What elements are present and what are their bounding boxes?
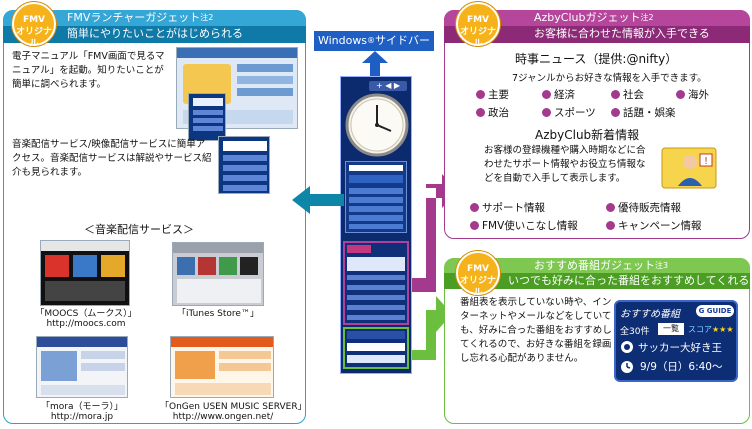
- ongen-url[interactable]: http://www.ongen.net/: [172, 412, 274, 422]
- ongen-screenshot: [170, 336, 274, 398]
- azby-subtitle-bar: お客様に合わせた情報が入手できる: [444, 26, 750, 43]
- launcher-title: FMVランチャーガジェット: [67, 11, 201, 24]
- osusume-subtitle-bar: いつでも好みに合った番組をおすすめしてくれる: [444, 273, 750, 289]
- genre-sports[interactable]: スポーツ: [542, 105, 596, 120]
- azby-new-desc: お客様の登録機種や購入時期などに合わせたサポート情報やお役立ち情報などを自動で入…: [484, 145, 646, 184]
- arrow-to-azby-icon: [412, 174, 458, 292]
- info-fmv-tips[interactable]: FMV使いこなし情報: [470, 218, 578, 233]
- genre-main[interactable]: 主要: [476, 87, 509, 102]
- svg-text:!: !: [704, 156, 708, 167]
- genre-entertainment[interactable]: 話題・娯楽: [611, 105, 676, 120]
- launcher-desc-music: 音楽配信サービス/映像配信サービスに簡単アクセス。音楽配信サービスは解説やサービ…: [12, 139, 212, 178]
- support-person-icon: !: [661, 147, 717, 189]
- clock-gadget[interactable]: [345, 93, 409, 157]
- genre-overseas[interactable]: 海外: [676, 87, 709, 102]
- genre-society[interactable]: 社会: [611, 87, 644, 102]
- launcher-subtitle-bar: 簡単にやりたいことがはじめられる: [3, 26, 306, 43]
- mora-url[interactable]: http://mora.jp: [50, 412, 114, 422]
- up-arrow-icon: [362, 51, 388, 77]
- sidebar-title: Windows®サイドバー: [314, 31, 434, 51]
- windows-sidebar: + ◀ ▶: [340, 76, 412, 374]
- launcher-gadget-mini: [188, 93, 226, 141]
- azby-title-bar: AzbyClubガジェット注2: [444, 10, 750, 26]
- score-label: スコア★★★: [688, 325, 734, 334]
- info-sale[interactable]: 優待販売情報: [606, 200, 681, 215]
- program-type-icon: [621, 341, 633, 353]
- sidebar-azby-gadget[interactable]: [343, 241, 409, 325]
- news-heading: 時事ニュース（提供:@nifty）: [515, 52, 678, 66]
- moocs-screenshot: [40, 240, 130, 306]
- azby-title: AzbyClubガジェット: [534, 11, 641, 24]
- program-title: サッカー大好き王: [638, 342, 722, 354]
- launcher-desc-manual: 電子マニュアル「FMV画面で見るマニュアル」を起動。知りたいことが簡単に調べられ…: [12, 51, 165, 90]
- program-time: 9/9（日）6:40～: [640, 361, 723, 373]
- moocs-url[interactable]: http://moocs.com: [46, 319, 126, 329]
- itunes-name: 「iTunes Store™」: [177, 309, 259, 319]
- sidebar-launcher-gadget[interactable]: [345, 161, 407, 233]
- result-count: 全30件: [620, 327, 650, 337]
- osusume-title-note: 注3: [655, 261, 669, 270]
- moocs-name: 「MOOCS（ムークス）」: [35, 309, 137, 319]
- score-stars: ★★★: [712, 325, 734, 334]
- launcher-title-note: 注2: [200, 13, 214, 22]
- g-guide-logo: G GUIDE: [696, 305, 734, 317]
- mora-screenshot: [36, 336, 128, 398]
- launcher-subtitle: 簡単にやりたいことがはじめられる: [67, 27, 243, 40]
- azby-title-note: 注2: [640, 13, 654, 22]
- clock-icon: [621, 361, 633, 373]
- osusume-gadget[interactable]: おすすめ番組 G GUIDE 全30件 一覧 スコア★★★ サッカー大好き王 9…: [614, 300, 738, 382]
- info-campaign[interactable]: キャンペーン情報: [606, 218, 701, 233]
- osusume-subtitle: いつでも好みに合った番組をおすすめしてくれる: [508, 274, 750, 287]
- genre-economy[interactable]: 経済: [542, 87, 575, 102]
- azby-panel: [444, 10, 750, 239]
- music-gadget-screenshot: [218, 136, 270, 194]
- launcher-title-bar: FMVランチャーガジェット注2: [3, 10, 306, 26]
- osusume-desc: 番組表を表示していない時や、インターネットやメールなどをしていても、好みに合った…: [460, 297, 612, 364]
- info-support[interactable]: サポート情報: [470, 200, 545, 215]
- list-mode-button[interactable]: 一覧: [658, 323, 684, 335]
- arrow-to-launcher-icon: [292, 186, 344, 214]
- ongen-name: 「OnGen USEN MUSIC SERVER」: [160, 402, 307, 412]
- osusume-title: おすすめ番組ガジェット: [534, 259, 655, 272]
- arrow-to-osusume-icon: [412, 296, 452, 360]
- sidebar-osusume-gadget[interactable]: [343, 327, 409, 369]
- news-desc: 7ジャンルからお好きな情報を入手できます。: [512, 73, 707, 84]
- itunes-screenshot: [172, 242, 264, 306]
- azby-subtitle: お客様に合わせた情報が入手できる: [534, 27, 710, 40]
- sidebar-controls[interactable]: + ◀ ▶: [369, 81, 407, 91]
- osusume-gadget-title: おすすめ番組: [620, 309, 680, 320]
- mora-name: 「mora（モーラ）」: [41, 402, 123, 412]
- osusume-title-bar: おすすめ番組ガジェット注3: [444, 258, 750, 273]
- music-services-heading: ＜音楽配信サービス＞: [84, 223, 194, 236]
- manual-screenshot: [176, 47, 298, 129]
- azby-new-heading: AzbyClub新着情報: [535, 128, 640, 142]
- genre-politics[interactable]: 政治: [476, 105, 509, 120]
